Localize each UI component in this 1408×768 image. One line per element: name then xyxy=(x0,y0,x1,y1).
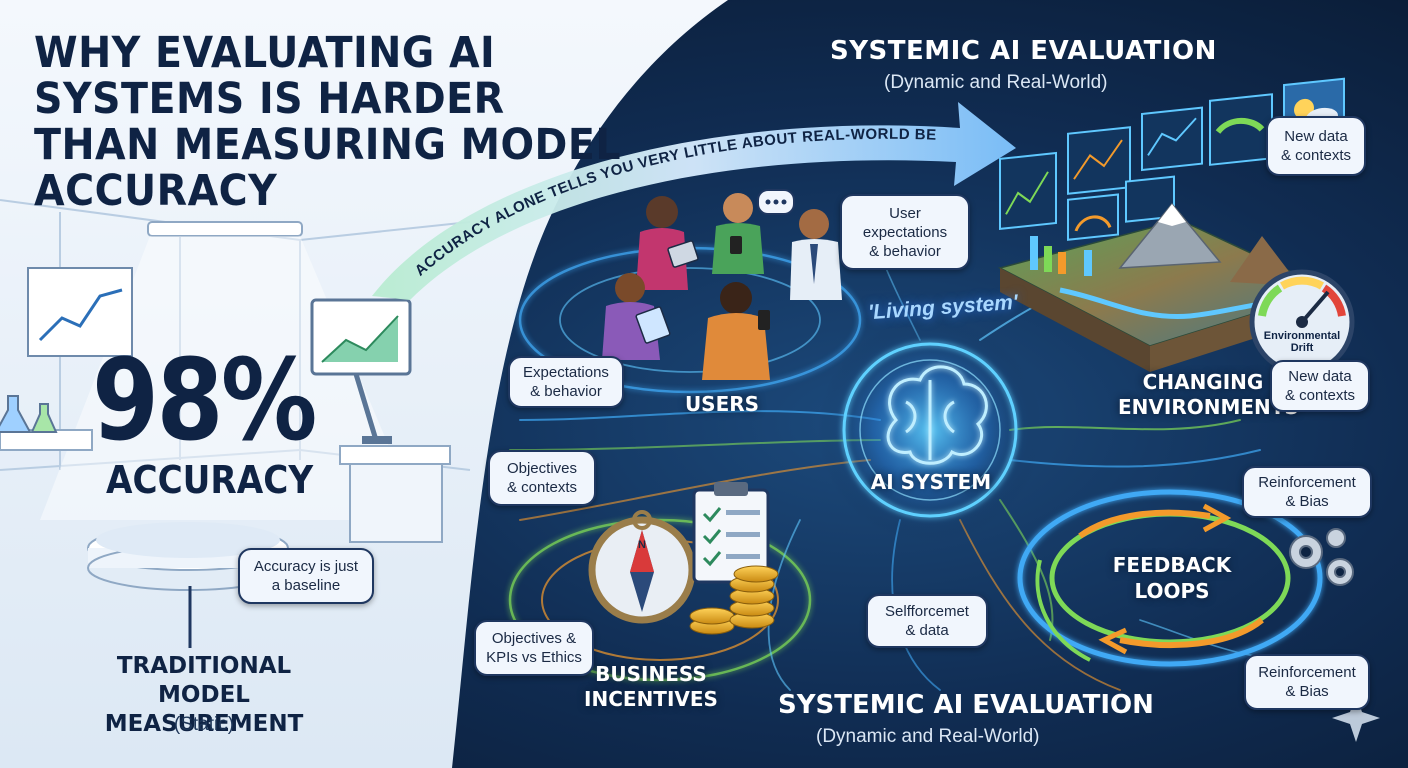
systemic-bottom-title: SYSTEMIC AI EVALUATION xyxy=(778,690,1154,720)
traditional-subtitle: (Static) xyxy=(173,714,235,735)
svg-text:N: N xyxy=(638,539,646,551)
ai-system-label: AI SYSTEM xyxy=(870,470,992,494)
users-group xyxy=(602,189,842,380)
bubble-new-data-top: New data & contexts xyxy=(1266,116,1366,176)
flask-icon xyxy=(0,395,58,433)
drift-gauge xyxy=(1249,269,1355,375)
accuracy-label: ACCURACY xyxy=(106,458,314,502)
callout-baseline: Accuracy is just a baseline xyxy=(238,548,374,604)
coins-icon xyxy=(689,565,779,635)
systemic-bottom-subtitle: (Dynamic and Real-World) xyxy=(816,726,1040,747)
banner-arrow xyxy=(372,102,1016,300)
lab-monitor xyxy=(310,298,412,444)
bubble-expectations: Expectations & behavior xyxy=(508,356,624,408)
gear-icon xyxy=(1289,528,1354,586)
person-icon xyxy=(602,273,671,360)
feedback-loop xyxy=(1017,489,1323,667)
lab-room xyxy=(0,199,471,471)
lab-bench-right xyxy=(339,445,451,465)
brain-icon xyxy=(886,365,988,465)
systemic-top-subtitle: (Dynamic and Real-World) xyxy=(884,72,1108,93)
traditional-title: TRADITIONAL MODEL MEASUREMENT xyxy=(104,653,304,737)
person-icon xyxy=(712,193,764,274)
compass-icon: N xyxy=(588,510,696,624)
bubble-selfforcement: Selfforcemet & data xyxy=(866,594,988,648)
bubble-reinforcement-bottom: Reinforcement & Bias xyxy=(1244,654,1370,710)
drift-gauge-label: Environmental Drift xyxy=(1263,330,1341,354)
bubble-user-expectations: User expectations & behavior xyxy=(840,194,970,270)
environments-label: CHANGING ENVIRONMENTS xyxy=(1118,370,1299,419)
ai-system-node xyxy=(818,318,1042,542)
users-label: USERS xyxy=(684,392,760,416)
feedback-loops-label: FEEDBACK LOOPS xyxy=(1112,553,1232,603)
person-icon xyxy=(790,209,842,300)
person-icon xyxy=(636,196,699,290)
ceiling-lamp xyxy=(147,221,303,237)
wall-chart xyxy=(27,267,133,357)
bubble-objectives-contexts: Objectives & contexts xyxy=(488,450,596,506)
bubble-objectives-kpis: Objectives & KPIs vs Ethics xyxy=(474,620,594,676)
incentives-label: BUSINESS INCENTIVES xyxy=(584,662,718,711)
systemic-top-title: SYSTEMIC AI EVALUATION xyxy=(830,36,1217,66)
chat-icon xyxy=(757,189,795,215)
page-title: WHY EVALUATING AI SYSTEMS IS HARDER THAN… xyxy=(34,28,622,216)
sparkle-icon xyxy=(1332,694,1380,742)
bubble-reinforcement-top: Reinforcement & Bias xyxy=(1242,466,1372,518)
accuracy-value: 98% xyxy=(92,336,317,466)
person-icon xyxy=(702,282,770,380)
bubble-new-data-mid: New data & contexts xyxy=(1270,360,1370,412)
